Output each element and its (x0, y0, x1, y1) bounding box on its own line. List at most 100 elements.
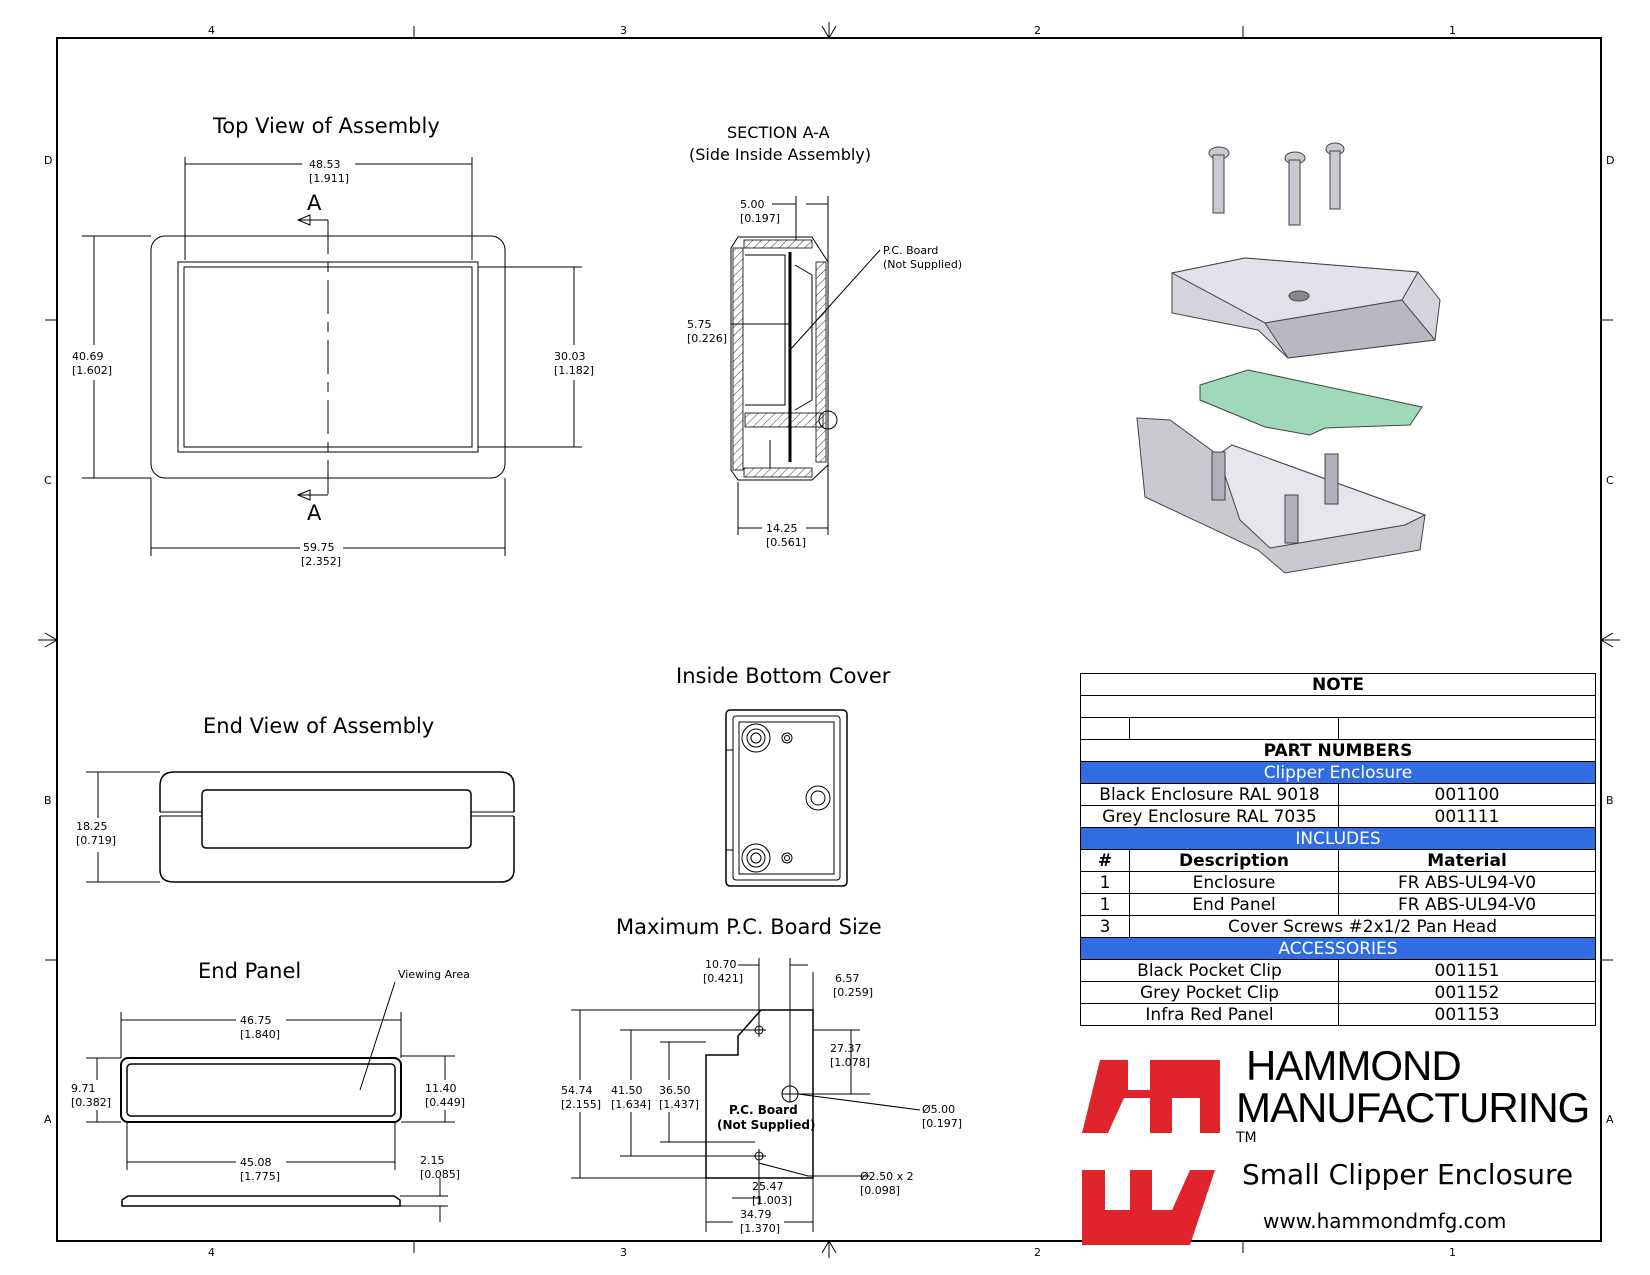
top-view-title: Top View of Assembly (212, 114, 440, 138)
includes-num-cell: 1 (1080, 893, 1130, 916)
accessory-number-cell: 001151 (1338, 959, 1596, 982)
brand-block: HAMMOND MANUFACTURING TM (1236, 1042, 1590, 1146)
dim-pcb-h3-in: [1.437] (659, 1098, 699, 1111)
accessories-band: ACCESSORIES (1080, 937, 1596, 960)
dim-section-side: 5.75 (687, 318, 712, 331)
part-number-cell: 001100 (1338, 783, 1596, 806)
exploded-assembly-illustration (1136, 142, 1441, 574)
note-blank-row (1080, 695, 1596, 718)
dim-pcb-w2-in: [1.370] (740, 1222, 780, 1235)
dim-top-height-inner-in: [1.182] (554, 364, 594, 377)
zone-row-right-d: D (1606, 154, 1614, 167)
section-title-line2: (Side Inside Assembly) (689, 145, 871, 164)
dim-top-width-inner: 48.53 (309, 158, 341, 171)
dim-pcb-h2: 41.50 (611, 1084, 643, 1097)
section-marker-top: A (307, 191, 322, 215)
dim-pcb-big-hole-in: [0.197] (922, 1117, 962, 1130)
centering-marks (38, 22, 1620, 1258)
includes-num-cell: 3 (1080, 915, 1130, 938)
top-cover (1170, 257, 1441, 359)
dim-pcb-h3: 36.50 (659, 1084, 691, 1097)
pcb-size-drawing (571, 958, 921, 1232)
dim-panel-height-outer-in: [0.382] (71, 1096, 111, 1109)
dim-panel-thickness: 2.15 (420, 1154, 445, 1167)
end-view-title: End View of Assembly (203, 714, 434, 738)
parts-table: NOTE PART NUMBERS Clipper Enclosure Blac… (1080, 673, 1596, 1026)
dim-top-width-outer: 59.75 (303, 541, 335, 554)
zone-col-bottom-2: 2 (1034, 1246, 1041, 1259)
dim-panel-width-inner: 45.08 (240, 1156, 272, 1169)
part-desc-cell: Grey Enclosure RAL 7035 (1080, 805, 1339, 828)
dim-top-height-inner: 30.03 (554, 350, 586, 363)
zone-col-top-2: 2 (1034, 24, 1041, 37)
accessory-desc-cell: Black Pocket Clip (1080, 959, 1339, 982)
product-band: Clipper Enclosure (1080, 761, 1596, 784)
dim-top-height-outer-in: [1.602] (72, 364, 112, 377)
dim-pcb-big-hole: Ø5.00 (922, 1103, 955, 1116)
part-numbers-title: PART NUMBERS (1080, 739, 1596, 762)
dim-top-height-outer: 40.69 (72, 350, 104, 363)
dim-pcb-notch-in: [0.421] (703, 972, 743, 985)
dim-panel-height-outer: 9.71 (71, 1082, 96, 1095)
dim-section-top: 5.00 (740, 198, 765, 211)
zone-col-top-3: 3 (620, 24, 627, 37)
dim-pcb-h2-in: [1.634] (611, 1098, 651, 1111)
zone-row-right-b: B (1606, 794, 1614, 807)
dim-panel-width-outer-in: [1.840] (240, 1028, 280, 1041)
dim-pcb-hole-y-in: [1.078] (830, 1056, 870, 1069)
end-view-outline (86, 771, 515, 883)
part-number-cell: 001111 (1338, 805, 1596, 828)
zone-row-right-a: A (1606, 1113, 1614, 1126)
part-desc-cell: Black Enclosure RAL 9018 (1080, 783, 1339, 806)
dim-pcb-w1: 25.47 (752, 1180, 784, 1193)
zone-col-bottom-4: 4 (208, 1246, 215, 1259)
dim-end-height: 18.25 (76, 820, 108, 833)
bottom-case (1136, 417, 1427, 574)
dim-pcb-notch: 10.70 (705, 958, 737, 971)
zone-row-left-b: B (44, 794, 52, 807)
zone-row-left-c: C (44, 474, 52, 487)
dim-pcb-w1-in: [1.003] (752, 1194, 792, 1207)
dim-end-height-in: [0.719] (76, 834, 116, 847)
dim-panel-width-inner-in: [1.775] (240, 1170, 280, 1183)
dim-pcb-height: 54.74 (561, 1084, 593, 1097)
accessory-number-cell: 001153 (1338, 1003, 1596, 1026)
note-blank-cell (1338, 717, 1596, 740)
bottom-cover-drawing (725, 709, 848, 887)
includes-desc-header: Description (1129, 849, 1339, 872)
dim-panel-thickness-in: [0.085] (420, 1168, 460, 1181)
includes-band: INCLUDES (1080, 827, 1596, 850)
includes-desc-cell: End Panel (1129, 893, 1339, 916)
section-pcb-label-1: P.C. Board (883, 244, 938, 257)
pcb-board-label-1: P.C. Board (729, 1103, 798, 1117)
dim-panel-width-outer: 46.75 (240, 1014, 272, 1027)
dim-section-width-in: [0.561] (766, 536, 806, 549)
includes-screws-cell: Cover Screws #2x1/2 Pan Head (1129, 915, 1596, 938)
website-link[interactable]: www.hammondmfg.com (1263, 1209, 1507, 1233)
note-blank-cell (1129, 717, 1339, 740)
dim-pcb-w2: 34.79 (740, 1208, 772, 1221)
dim-top-width-inner-in: [1.911] (309, 172, 349, 185)
includes-material-cell: FR ABS-UL94-V0 (1338, 871, 1596, 894)
end-panel-title: End Panel (198, 959, 301, 983)
includes-num-header: # (1080, 849, 1130, 872)
section-title-line1: SECTION A-A (727, 123, 830, 142)
top-view-outline (150, 214, 506, 501)
top-view-dimension-lines (82, 157, 582, 556)
dim-panel-height-right-in: [0.449] (425, 1096, 465, 1109)
end-panel-drawing (86, 981, 455, 1222)
zone-row-left-d: D (44, 154, 52, 167)
brand-line1: HAMMOND (1246, 1042, 1462, 1089)
dim-pcb-hole-y: 27.37 (830, 1042, 862, 1055)
brand-line2-wrap: MANUFACTURING TM (1236, 1087, 1590, 1146)
viewing-area-label: Viewing Area (398, 968, 470, 981)
dim-pcb-small-holes: Ø2.50 x 2 (860, 1170, 914, 1183)
dim-pcb-small-holes-in: [0.098] (860, 1184, 900, 1197)
pcb-board-label-2: (Not Supplied) (717, 1118, 816, 1132)
section-view-drawing (730, 236, 838, 481)
dim-panel-height-right: 11.40 (425, 1082, 457, 1095)
accessory-number-cell: 001152 (1338, 981, 1596, 1004)
includes-num-cell: 1 (1080, 871, 1130, 894)
accessory-desc-cell: Infra Red Panel (1080, 1003, 1339, 1026)
